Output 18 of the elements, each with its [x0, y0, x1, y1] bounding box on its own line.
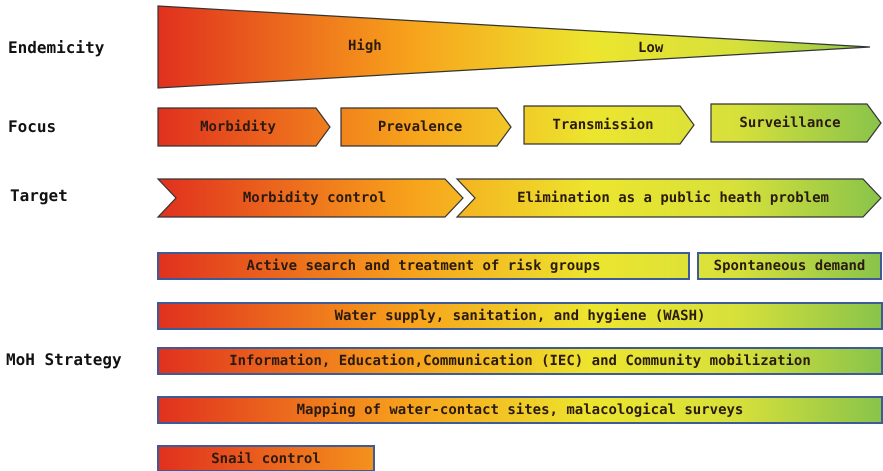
- focus-text: Prevalence: [378, 119, 462, 135]
- row-heading: Focus: [8, 117, 56, 136]
- strategy-text: Spontaneous demand: [714, 258, 866, 274]
- strategy-text: Mapping of water-contact sites, malacological surveys: [296, 402, 744, 418]
- strategy-text: Information, Education,Communication (IEC) and Community mobilization: [229, 353, 811, 369]
- focus-text: Morbidity: [200, 119, 276, 135]
- strategy-text: Water supply, sanitation, and hygiene (WASH): [334, 308, 706, 324]
- target-text: Elimination as a public heath problem: [517, 190, 829, 206]
- focus-text: Surveillance: [739, 115, 841, 131]
- row-heading: Target: [10, 186, 68, 205]
- strategy-text: Active search and treatment of risk groups: [246, 258, 600, 274]
- endemicity-level: Low: [638, 40, 664, 56]
- row-heading: MoH Strategy: [6, 350, 122, 369]
- strategy-text: Snail control: [211, 450, 321, 466]
- focus-text: Transmission: [552, 117, 654, 133]
- endemicity-level: High: [348, 38, 382, 54]
- target-text: Morbidity control: [242, 190, 386, 206]
- row-heading: Endemicity: [8, 38, 104, 57]
